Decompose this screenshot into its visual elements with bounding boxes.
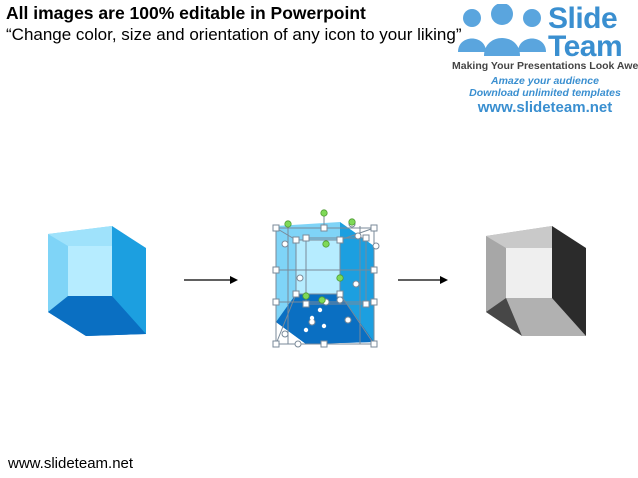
logo-word-slide: Slide [548, 2, 618, 35]
logo-line-download: Download unlimited templates [469, 87, 621, 99]
cube-icon-recolored[interactable] [486, 226, 586, 336]
logo-line-amaze: Amaze your audience [491, 75, 599, 87]
headline: All images are 100% editable in Powerpoi… [6, 3, 366, 23]
slideteam-logo: Slide Team Making Your Presentations Loo… [452, 0, 638, 125]
logo-word-team: Team [548, 30, 623, 63]
subheadline: “Change color, size and orientation of a… [6, 25, 462, 44]
right-arrow-icon [398, 276, 448, 284]
logo-tagline: Making Your Presentations Look Awesome [452, 60, 638, 72]
right-arrow-icon [184, 276, 238, 284]
people-group-icon [458, 4, 546, 56]
logo-url[interactable]: www.slideteam.net [477, 99, 613, 116]
cube-editing-icon[interactable] [272, 209, 380, 348]
cube-icon-original[interactable] [48, 226, 146, 336]
footer-url[interactable]: www.slideteam.net [8, 455, 134, 472]
